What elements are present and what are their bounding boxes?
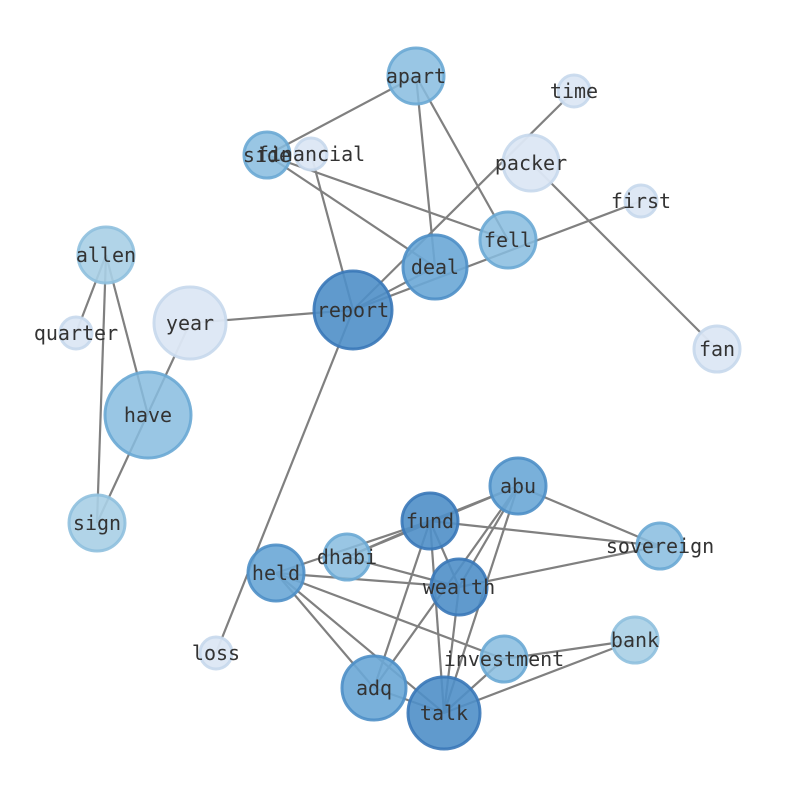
node-circle-deal[interactable] xyxy=(401,233,469,301)
edge-held-investment xyxy=(275,571,505,661)
node-label-dhabi: dhabi xyxy=(317,545,377,569)
node-first[interactable]: first xyxy=(611,183,671,219)
node-have[interactable]: have xyxy=(103,370,193,460)
node-label-packer: packer xyxy=(495,151,567,175)
node-circle-fell[interactable] xyxy=(478,210,538,270)
node-circle-wealth[interactable] xyxy=(429,557,489,617)
node-bank[interactable]: bank xyxy=(610,615,660,665)
node-circle-fund[interactable] xyxy=(400,491,460,551)
node-circle-abu[interactable] xyxy=(488,456,548,516)
node-circle-dhabi[interactable] xyxy=(322,532,372,582)
edge-report-loss xyxy=(214,309,355,654)
node-label-wealth: wealth xyxy=(423,575,495,599)
edge-apart-fell xyxy=(415,75,509,241)
node-allen[interactable]: allen xyxy=(76,225,136,285)
node-label-fund: fund xyxy=(406,509,454,533)
edge-held-wealth xyxy=(275,571,460,589)
node-label-report: report xyxy=(317,298,389,322)
node-label-allen: allen xyxy=(76,243,136,267)
node-label-fell: fell xyxy=(484,228,532,252)
node-label-investment: investment xyxy=(444,647,564,671)
node-circle-first[interactable] xyxy=(623,183,659,219)
node-circle-sign[interactable] xyxy=(67,493,127,553)
edge-allen-sign xyxy=(95,254,108,524)
node-label-first: first xyxy=(611,189,671,213)
node-deal[interactable]: deal xyxy=(401,233,469,301)
node-apart[interactable]: apart xyxy=(386,46,446,106)
node-circle-loss[interactable] xyxy=(198,635,234,671)
node-time[interactable]: time xyxy=(550,73,598,109)
node-wealth[interactable]: wealth xyxy=(423,557,495,617)
node-label-held: held xyxy=(252,561,300,585)
node-fan[interactable]: fan xyxy=(692,324,742,374)
node-label-financial: financial xyxy=(257,142,365,166)
node-label-loss: loss xyxy=(192,641,240,665)
node-circle-held[interactable] xyxy=(246,543,306,603)
node-dhabi[interactable]: dhabi xyxy=(317,532,377,582)
edge-time-report xyxy=(352,90,575,311)
node-circle-bank[interactable] xyxy=(610,615,660,665)
node-circle-fan[interactable] xyxy=(692,324,742,374)
edge-fund-sovereign xyxy=(429,519,661,548)
node-label-deal: deal xyxy=(411,255,459,279)
node-circle-quarter[interactable] xyxy=(58,315,94,351)
node-label-abu: abu xyxy=(500,474,536,498)
edge-packer-fan xyxy=(530,162,718,350)
edge-sovereign-wealth xyxy=(458,544,661,589)
node-circle-time[interactable] xyxy=(556,73,592,109)
node-sovereign[interactable]: sovereign xyxy=(606,521,714,571)
node-circle-year[interactable] xyxy=(152,285,228,361)
node-label-side: side xyxy=(243,143,291,167)
node-label-sovereign: sovereign xyxy=(606,534,714,558)
node-circle-allen[interactable] xyxy=(76,225,136,285)
node-circle-report[interactable] xyxy=(312,269,394,351)
node-report[interactable]: report xyxy=(312,269,394,351)
edge-side-deal xyxy=(266,154,436,268)
node-label-quarter: quarter xyxy=(34,321,118,345)
node-quarter[interactable]: quarter xyxy=(34,315,118,351)
node-circle-side[interactable] xyxy=(242,130,292,180)
node-fell[interactable]: fell xyxy=(478,210,538,270)
node-label-time: time xyxy=(550,79,598,103)
node-loss[interactable]: loss xyxy=(192,635,240,671)
node-label-adq: adq xyxy=(356,676,392,700)
node-label-sign: sign xyxy=(73,511,121,535)
node-year[interactable]: year xyxy=(152,285,228,361)
node-circle-adq[interactable] xyxy=(340,654,408,722)
node-label-talk: talk xyxy=(420,701,468,725)
node-financial[interactable]: financial xyxy=(257,136,365,172)
node-label-have: have xyxy=(124,403,172,427)
node-investment[interactable]: investment xyxy=(444,634,564,684)
node-side[interactable]: side xyxy=(242,130,292,180)
node-circle-investment[interactable] xyxy=(479,634,529,684)
node-adq[interactable]: adq xyxy=(340,654,408,722)
node-circle-packer[interactable] xyxy=(501,133,561,193)
node-circle-talk[interactable] xyxy=(406,675,482,751)
node-label-apart: apart xyxy=(386,64,446,88)
node-circle-sovereign[interactable] xyxy=(635,521,685,571)
node-label-bank: bank xyxy=(611,628,659,652)
node-label-year: year xyxy=(166,311,214,335)
node-circle-have[interactable] xyxy=(103,370,193,460)
node-label-fan: fan xyxy=(699,337,735,361)
node-packer[interactable]: packer xyxy=(495,133,567,193)
node-held[interactable]: held xyxy=(246,543,306,603)
node-sign[interactable]: sign xyxy=(67,493,127,553)
node-fund[interactable]: fund xyxy=(400,491,460,551)
node-circle-financial[interactable] xyxy=(293,136,329,172)
node-talk[interactable]: talk xyxy=(406,675,482,751)
node-abu[interactable]: abu xyxy=(488,456,548,516)
node-circle-apart[interactable] xyxy=(386,46,446,106)
